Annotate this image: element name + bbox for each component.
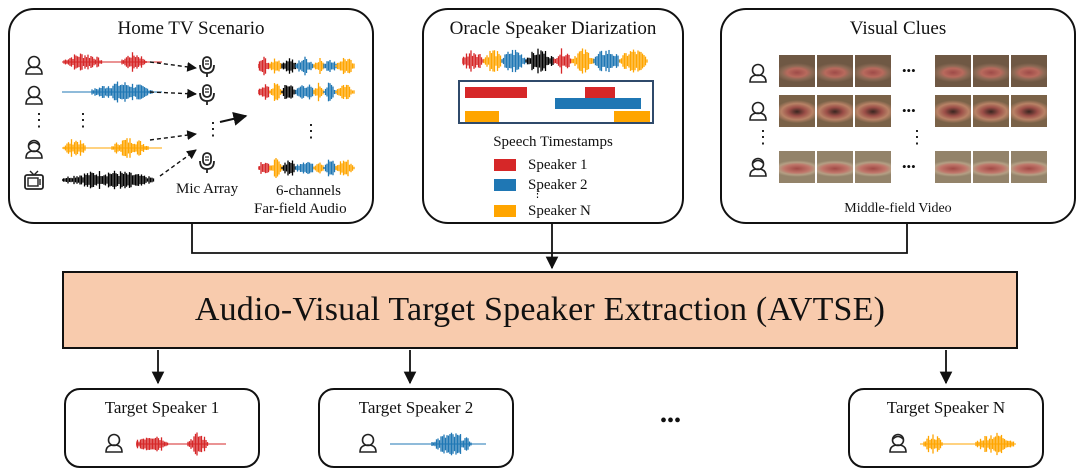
- mic-icon: [199, 56, 215, 78]
- far-field-label: Far-field Audio: [254, 201, 347, 217]
- horizontal-ellipsis: •••: [902, 63, 916, 78]
- person-icon: [749, 101, 767, 121]
- person-alt-icon: [889, 433, 907, 453]
- lip-frame: [934, 54, 972, 88]
- target-speaker-n-title: Target Speaker N: [886, 398, 1006, 417]
- lip-frame: [816, 94, 854, 128]
- diarization-waveform: [462, 48, 648, 74]
- lip-frame: [1010, 150, 1048, 184]
- mixed-waveforms: [258, 56, 355, 178]
- timestamp-bar-orange: [465, 111, 499, 122]
- mic-arrows: [149, 61, 248, 177]
- person-icon: [359, 433, 377, 453]
- source-waveforms: [62, 52, 162, 190]
- legend-label-speaker-1: Speaker 1: [528, 157, 588, 173]
- lip-frame: [816, 54, 854, 88]
- visual-clues-panel: Visual Clues ⋮ ••• ••• ⋮ ••• Middle-fiel…: [720, 8, 1076, 224]
- mic-icon: [199, 84, 215, 106]
- lip-frame: [854, 150, 892, 184]
- lip-frame: [778, 150, 816, 184]
- target-speaker-1-box: Target Speaker 1: [64, 388, 260, 468]
- avtse-title: Audio-Visual Target Speaker Extraction (…: [194, 291, 886, 328]
- horizontal-ellipsis: •••: [902, 103, 916, 118]
- lip-frame: [934, 94, 972, 128]
- outputs-ellipsis: •••: [660, 410, 682, 432]
- legend-label-speaker-2: Speaker 2: [528, 177, 588, 193]
- timestamp-bar-red: [585, 87, 615, 98]
- lip-frame: [778, 94, 816, 128]
- channels-label: 6-channels: [276, 183, 341, 199]
- legend-swatch-speaker-1: [494, 159, 516, 171]
- legend-ellipsis: ⋮: [532, 188, 543, 200]
- person-icon: [749, 63, 767, 83]
- horizontal-ellipsis: •••: [902, 159, 916, 174]
- target-speaker-2-box: Target Speaker 2: [318, 388, 514, 468]
- target-speaker-1-title: Target Speaker 1: [104, 398, 220, 417]
- vertical-ellipsis: ⋮: [74, 110, 92, 130]
- vertical-ellipsis: ⋮: [908, 127, 926, 147]
- target-speaker-2-title: Target Speaker 2: [358, 398, 474, 417]
- legend-swatch-speaker-n: [494, 205, 516, 217]
- lip-frame: [972, 54, 1010, 88]
- timestamp-bar-red: [465, 87, 527, 98]
- target-speaker-n-waveform: [920, 432, 1016, 456]
- lip-frame: [1010, 94, 1048, 128]
- timestamps-label: Speech Timestamps: [493, 134, 613, 150]
- visual-clues-title: Visual Clues: [849, 18, 947, 39]
- lip-frame: [778, 54, 816, 88]
- mic-array-label: Mic Array: [176, 181, 239, 197]
- lip-frame: [854, 54, 892, 88]
- lip-frame: [972, 94, 1010, 128]
- target-speaker-2-waveform: [390, 432, 486, 456]
- lip-frame: [972, 150, 1010, 184]
- middle-field-video-label: Middle-field Video: [844, 201, 952, 216]
- lip-frame: [934, 150, 972, 184]
- timestamps-box: [458, 80, 654, 124]
- lip-frame: [816, 150, 854, 184]
- person-alt-icon: [749, 157, 767, 177]
- vertical-ellipsis: ⋮: [754, 127, 772, 147]
- lip-frame: [1010, 54, 1048, 88]
- lip-frame: [854, 94, 892, 128]
- avtse-box: Audio-Visual Target Speaker Extraction (…: [62, 271, 1018, 349]
- legend-swatch-speaker-2: [494, 179, 516, 191]
- timestamp-bar-orange: [614, 111, 650, 122]
- diarization-title: Oracle Speaker Diarization: [449, 18, 657, 39]
- person-icon: [105, 433, 123, 453]
- vertical-ellipsis: ⋮: [302, 121, 320, 141]
- vertical-ellipsis: ⋮: [204, 119, 222, 139]
- vertical-ellipsis: ⋮: [30, 110, 48, 130]
- mic-icon: [199, 152, 215, 174]
- target-speaker-1-waveform: [136, 432, 226, 456]
- home-tv-panel: Home TV Scenario ⋮ ⋮ ⋮ Mic Array ⋮ 6-cha…: [8, 8, 374, 224]
- target-speaker-n-box: Target Speaker N: [848, 388, 1044, 468]
- home-tv-title: Home TV Scenario: [117, 18, 265, 39]
- diarization-panel: Oracle Speaker Diarization Speech Timest…: [422, 8, 684, 224]
- timestamp-bar-blue: [555, 98, 641, 109]
- legend-label-speaker-n: Speaker N: [528, 203, 591, 219]
